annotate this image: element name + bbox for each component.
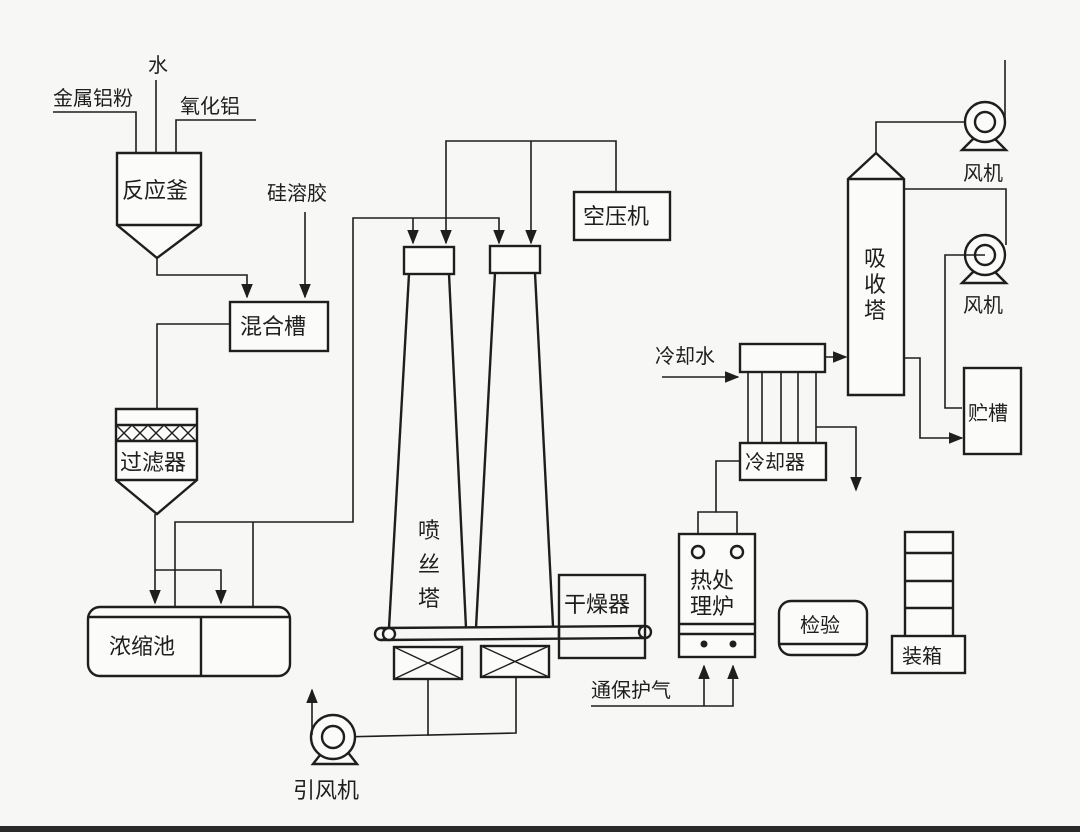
fan-top: 风机 (959, 60, 1009, 185)
label-aluminum-powder: 金属铝粉 (53, 86, 133, 110)
filter: 过滤器 (114, 407, 199, 516)
flow-heaters-to-fan (427, 677, 517, 736)
label-concentration-tank: 浓缩池 (109, 635, 175, 660)
label-dryer: 干燥器 (564, 593, 630, 618)
label-reactor: 反应釜 (122, 179, 188, 204)
flow-absorber-to-fan (875, 121, 985, 153)
flow-absorber-to-storage (904, 357, 964, 444)
fan-middle: 风机 (959, 233, 1009, 317)
conveyor-belt (373, 624, 653, 642)
spinning-tower-2 (474, 244, 555, 629)
label-spinning-tower-3: 塔 (418, 587, 440, 612)
label-alumina: 氧化铝 (180, 94, 240, 118)
absorption-tower: 吸 收 塔 (846, 151, 906, 397)
blower-icon (309, 713, 360, 766)
label-mixing-tank: 混合槽 (240, 315, 306, 340)
input-cooling-water: 冷却水 (655, 344, 740, 383)
cooler-tubes (747, 372, 817, 443)
reactor-vessel: 反应釜 (115, 151, 203, 260)
concentration-tank: 浓缩池 (86, 605, 292, 678)
label-absorption-tower-3: 塔 (864, 299, 886, 324)
blower-icon (959, 233, 1009, 285)
input-water: 水 (148, 53, 168, 152)
label-water: 水 (148, 53, 168, 77)
mixing-tank: 混合槽 (228, 300, 330, 353)
label-cooling-water: 冷却水 (655, 344, 715, 368)
spinning-tower-1: 喷 丝 塔 (387, 245, 468, 629)
filter-mesh-icon (115, 424, 197, 442)
label-fan-top: 风机 (963, 161, 1003, 185)
input-silica-sol: 硅溶胶 (267, 181, 327, 299)
input-alumina: 氧化铝 (175, 94, 256, 152)
blower-icon (959, 100, 1009, 152)
furnace-port-icon (690, 544, 706, 560)
storage-tank: 贮槽 (962, 366, 1023, 456)
dryer: 干燥器 (557, 573, 647, 660)
inspection: 检验 (777, 599, 869, 657)
air-compressor: 空压机 (572, 190, 672, 242)
label-furnace-2: 理炉 (690, 595, 734, 620)
input-aluminum-powder: 金属铝粉 (53, 86, 137, 152)
label-filter: 过滤器 (120, 451, 186, 476)
flow-condensate-out (816, 426, 862, 492)
label-absorption-tower-2: 收 (864, 273, 886, 298)
gas-inlet-icon (729, 640, 737, 648)
label-packing: 装箱 (902, 644, 942, 668)
label-cooler: 冷却器 (745, 450, 805, 474)
input-protective-gas: 通保护气 (591, 664, 739, 707)
heater-2 (479, 644, 551, 679)
heat-treatment-furnace: 热处 理炉 (677, 532, 757, 659)
induced-draft-fan: 引风机 (293, 688, 360, 804)
packing: 装箱 (890, 530, 967, 675)
label-absorption-tower-1: 吸 (864, 247, 886, 272)
label-inspection: 检验 (800, 613, 840, 637)
label-induced-draft-fan: 引风机 (293, 779, 359, 804)
flow-concentrator-to-towers (174, 217, 413, 607)
label-furnace-1: 热处 (690, 569, 734, 594)
flow-furnace-to-cooler (697, 460, 740, 537)
label-storage-tank: 贮槽 (968, 401, 1008, 425)
furnace-port-icon (729, 544, 745, 560)
label-spinning-tower-1: 喷 (418, 519, 440, 544)
heater-1 (392, 645, 464, 681)
stacked-boxes-icon (903, 530, 955, 640)
cooler: 冷却器 (738, 342, 828, 482)
label-air-compressor: 空压机 (583, 205, 649, 230)
flow-reactor-to-mixer (156, 258, 253, 299)
label-spinning-tower-2: 丝 (418, 553, 440, 578)
flow-mixer-to-filter (156, 323, 230, 409)
page-edge (0, 826, 1080, 832)
label-protective-gas: 通保护气 (591, 678, 671, 702)
label-silica-sol: 硅溶胶 (267, 181, 327, 205)
label-fan-middle: 风机 (963, 293, 1003, 317)
gas-inlet-icon (700, 640, 708, 648)
flow-fan-to-storage (944, 254, 985, 409)
